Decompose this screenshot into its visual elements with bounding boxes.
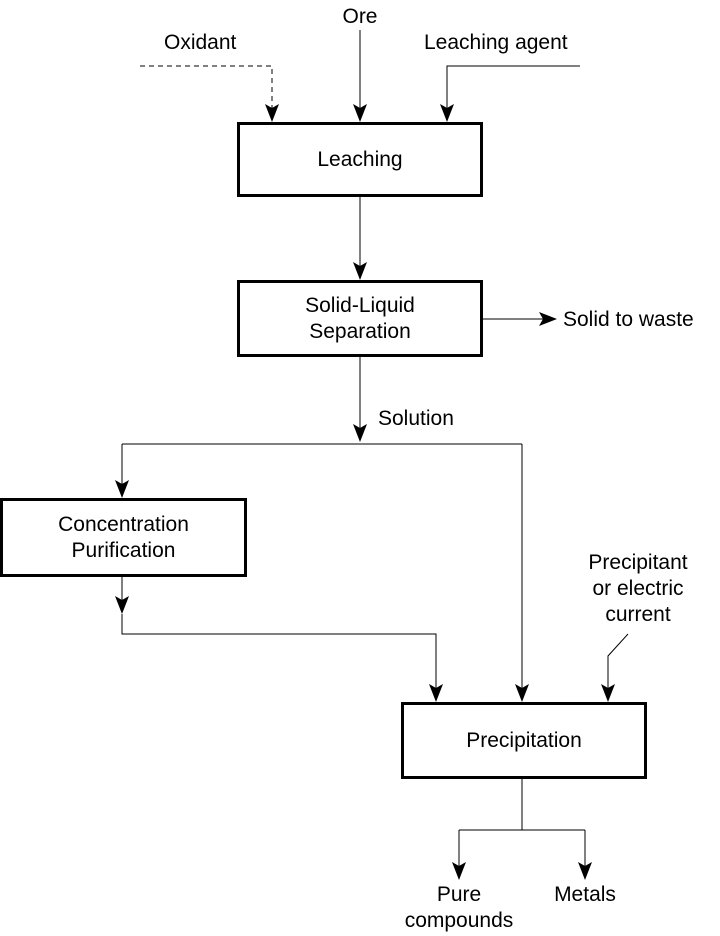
pure-compounds-label: Pure compounds	[404, 882, 514, 934]
solid-liquid-line1: Solid-Liquid	[305, 293, 415, 317]
solution-label: Solution	[378, 407, 454, 430]
pure-compounds-line1: Pure	[436, 883, 482, 906]
precipitant-line3: current	[605, 603, 671, 626]
oxidant-arrowhead	[265, 104, 279, 122]
concentration-to-precipitation-line	[121, 614, 437, 688]
pure-compounds-line2: compounds	[404, 909, 514, 932]
solid-liquid-line2: Separation	[309, 319, 411, 343]
precipitant-arrowhead	[601, 684, 615, 702]
pure-compounds-arrowhead	[452, 862, 466, 880]
solid-liquid-separation-box: Solid-Liquid Separation	[237, 280, 483, 357]
metals-arrowhead	[578, 862, 592, 880]
ore-arrowhead	[353, 104, 367, 122]
solid-to-waste-label: Solid to waste	[563, 308, 694, 331]
to-concentration-arrowhead	[115, 480, 129, 498]
precipitation-box: Precipitation	[401, 702, 647, 779]
solid-to-waste-arrowhead	[539, 312, 557, 326]
oxidant-label: Oxidant	[164, 31, 237, 54]
oxidant-feed-line	[140, 65, 273, 108]
concentration-to-precipitation-arrowhead	[429, 684, 443, 702]
leaching-agent-label: Leaching agent	[424, 31, 568, 54]
leaching-box: Leaching	[237, 122, 483, 197]
concentration-line2: Purification	[71, 538, 176, 562]
solution-to-precipitation-arrowhead	[515, 684, 529, 702]
metals-label: Metals	[554, 883, 616, 906]
leaching-agent-feed-line	[446, 65, 580, 108]
leaching-agent-arrowhead	[440, 104, 454, 122]
concentration-out-arrowhead	[115, 596, 129, 614]
leaching-box-label: Leaching	[317, 147, 403, 171]
solution-arrowhead	[353, 424, 367, 442]
precipitant-label: Precipitant or electric current	[566, 550, 710, 628]
precipitation-box-label: Precipitation	[466, 728, 582, 752]
precipitant-line2: or electric	[592, 577, 684, 600]
precipitant-line1: Precipitant	[588, 551, 688, 574]
concentration-line1: Concentration	[58, 512, 189, 536]
precipitant-feed-line	[607, 633, 629, 688]
leaching-to-separation-arrowhead	[353, 262, 367, 280]
concentration-purification-box: Concentration Purification	[0, 498, 247, 577]
ore-label: Ore	[342, 5, 378, 28]
